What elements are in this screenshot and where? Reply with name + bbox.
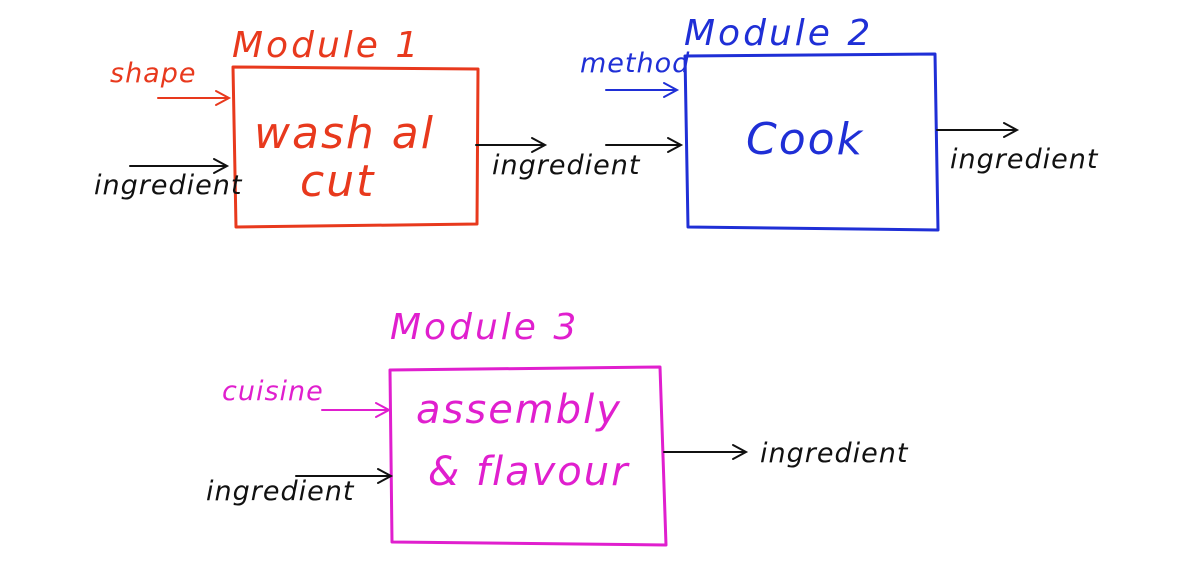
shape-arrow [157,90,232,106]
module-2-output-ingredient-label: ingredient [950,144,1099,175]
module-1-output-ingredient-label: ingredient [492,150,641,181]
cuisine-label: cuisine [222,376,324,407]
module-2-title: Module 2 [684,13,874,54]
module-3-body-line-2: & flavour [428,449,630,495]
module-1-body-line-2: cut [300,156,376,207]
module-3-body-line-1: assembly [416,387,622,433]
module-3-box [388,365,668,547]
module-2-box [683,52,940,232]
method-arrow [605,82,680,98]
shape-label: shape [110,58,197,89]
module-3-output-ingredient-label: ingredient [760,438,909,469]
module-2-body: Cook [746,114,865,165]
method-label: method [580,48,691,79]
module-1-ingredient-arrow [129,158,230,174]
module-1-input-ingredient-label: ingredient [94,170,243,201]
module-3-output-arrow [663,444,749,460]
module-3-input-ingredient-label: ingredient [206,476,355,507]
module-1-box [231,65,480,229]
cuisine-arrow [321,402,392,418]
module-2-ingredient-arrow [605,137,684,153]
module-3-title: Module 3 [390,307,580,348]
module-2-output-arrow [936,122,1020,138]
module-1-title: Module 1 [232,25,422,66]
module-1-output-arrow [475,137,548,153]
module-3-ingredient-arrow [295,468,394,484]
module-1-body-line-1: wash al [254,108,435,159]
